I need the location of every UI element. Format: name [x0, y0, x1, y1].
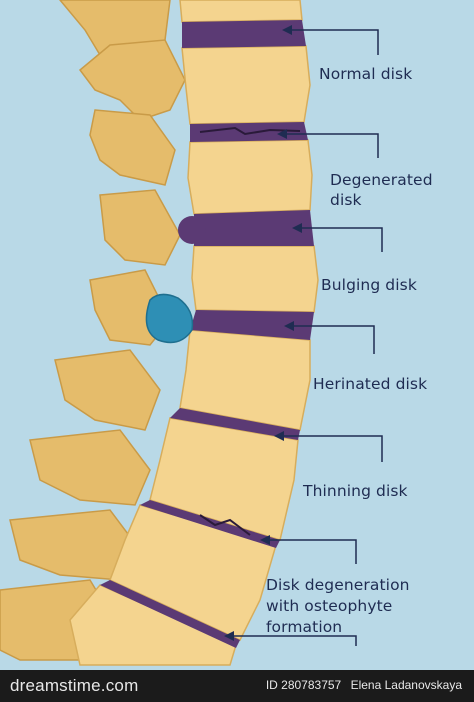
degenerated-osteophyte-disk-1	[140, 500, 280, 548]
footer-bar: dreamstime.com ID 280783757 Elena Ladano…	[0, 670, 474, 702]
normal-disk	[182, 20, 306, 48]
pointer-arrowheads	[224, 25, 302, 641]
footer-author: Elena Ladanovskaya	[350, 678, 462, 692]
label-normal-disk: Normal disk	[319, 65, 413, 83]
label-degenerated-disk-line2: disk	[330, 191, 362, 209]
bulging-disk	[194, 210, 314, 246]
label-bulging-disk: Bulging disk	[321, 276, 417, 294]
pointer-lines	[232, 29, 383, 646]
degenerated-disk	[190, 122, 308, 142]
herniated-disk	[190, 310, 314, 340]
label-degenerated-disk-line1: Degenerated	[330, 171, 433, 189]
label-osteophyte-line1: Disk degeneration	[266, 576, 410, 594]
label-thinning-disk: Thinning disk	[303, 482, 408, 500]
label-osteophyte-line2: with osteophyte	[266, 597, 393, 615]
label-osteophyte-line3: formation	[266, 618, 343, 636]
footer-logo: dreamstime.com	[10, 676, 139, 695]
disks	[100, 20, 314, 648]
degenerated-osteophyte-disk-2	[100, 580, 240, 648]
thinning-disk	[170, 408, 300, 440]
footer-info: ID 280783757 Elena Ladanovskaya	[260, 678, 462, 692]
label-herniated-disk: Herinated disk	[313, 375, 428, 393]
footer-id: ID 280783757	[265, 678, 342, 692]
vertebral-bodies	[69, 0, 319, 666]
herniation-bulge	[145, 293, 194, 344]
